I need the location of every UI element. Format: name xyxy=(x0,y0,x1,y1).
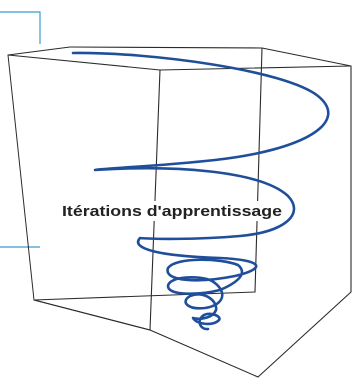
diagram-label-background xyxy=(60,201,284,221)
cube-bottom-front-edge xyxy=(149,329,259,378)
top-left-corner-mark xyxy=(0,11,41,44)
cube-bottom-right-edge xyxy=(257,291,352,378)
cube-top-right-edge xyxy=(69,46,263,49)
learning-spiral xyxy=(71,51,330,331)
cube-top-front-right-edge xyxy=(159,65,352,71)
cube-back-right-vertical xyxy=(254,47,263,293)
cube-back-edges xyxy=(7,54,151,331)
cube-top-right-side-edge xyxy=(261,47,352,67)
cube-wireframe xyxy=(7,46,352,378)
cube-bottom-left-edge xyxy=(33,299,151,331)
cube-top-front-edge xyxy=(7,54,161,71)
cube-back-left-edge xyxy=(7,54,35,301)
cube-top-back-edge xyxy=(7,46,71,56)
diagram-label: Itérations d'apprentissage xyxy=(62,204,282,220)
cube-front-middle-vertical xyxy=(149,69,161,331)
cube-bottom-back-edge xyxy=(33,291,256,301)
